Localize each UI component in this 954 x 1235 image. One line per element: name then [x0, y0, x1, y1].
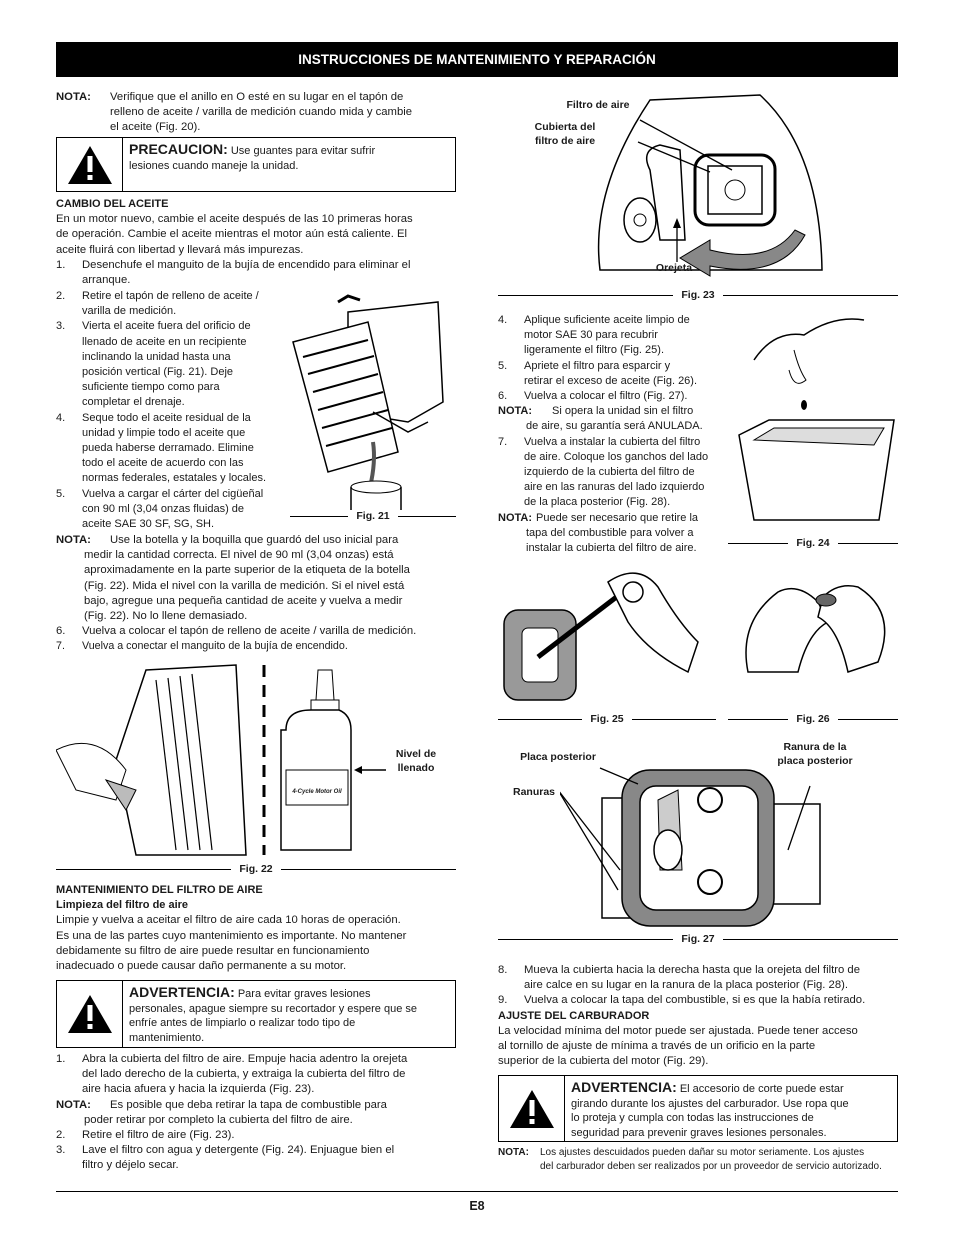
- note-bottle: NOTA:Use la botella y la boquilla que gu…: [56, 534, 399, 546]
- warning-box-carburetor: ADVERTENCIA: El accesorio de corte puede…: [498, 1075, 898, 1142]
- step-7: 7.Vuelva a conectar el manguito de la bu…: [56, 640, 348, 653]
- fig21-illustration: [292, 294, 444, 510]
- air-filter-section: MANTENIMIENTO DEL FILTRO DE AIRE Limpiez…: [56, 883, 456, 974]
- warning-box-filter: ADVERTENCIA: Para evitar graves lesiones…: [56, 980, 456, 1048]
- fig26-illustration: [745, 585, 886, 673]
- fig24-caption: Fig. 24: [728, 536, 899, 551]
- fig25-caption: Fig. 25: [498, 712, 717, 727]
- carburetor-note: NOTA:Los ajustes descuidados pueden daña…: [498, 1147, 882, 1172]
- filter-step-2: 2.Retire el filtro de aire (Fig. 23).: [56, 1129, 235, 1142]
- oil-heading: CAMBIO DEL ACEITE: [56, 198, 169, 210]
- note-warranty: NOTA:Si opera la unidad sin el filtro: [498, 405, 694, 418]
- step-6: 6.Vuelva a colocar el tapón de relleno d…: [56, 625, 417, 638]
- step-1: 1.Desenchufe el manguito de la bujía de …: [56, 258, 411, 287]
- fig23-illustration: [597, 94, 823, 277]
- step-3: 3.Vierta el aceite fuera del orificio de…: [56, 320, 251, 409]
- warning-triangle-icon: [57, 138, 123, 191]
- label-slots: Ranuras: [512, 786, 555, 798]
- fig25-illustration: [503, 572, 699, 701]
- filter-step-6: 6.Vuelva a colocar el filtro (Fig. 27).: [498, 390, 688, 403]
- filter-subheading: Limpieza del filtro de aire: [56, 899, 189, 912]
- note-fuel-cap: NOTA:Es posible que deba retirar la tapa…: [56, 1098, 387, 1111]
- filter-steps: 1.Abra la cubierta del filtro de aire. E…: [56, 1052, 458, 1174]
- step-5: 5.Vuelva a cargar el cárter del cigüeñal…: [56, 487, 264, 531]
- label-air-filter: Filtro de aire: [566, 99, 630, 111]
- oil-steps: 2.Retire el tapón de relleno de aceite /…: [56, 289, 296, 532]
- filter-step-3: 3.Lave el filtro con agua y detergente (…: [56, 1144, 395, 1172]
- page-number: E8: [469, 1199, 485, 1213]
- fig26-caption: Fig. 26: [728, 712, 899, 727]
- fig27-illustration: [560, 767, 821, 927]
- filter-step-1: 1.Abra la cubierta del filtro de aire. E…: [56, 1053, 408, 1096]
- label-back-plate: Placa posterior: [520, 751, 596, 763]
- step-2: 2.Retire el tapón de relleno de aceite /…: [56, 290, 259, 318]
- fig23-caption: Fig. 23: [498, 288, 899, 303]
- filter-step-9: 9.Vuelva a colocar la tapa del combustib…: [498, 994, 866, 1007]
- warning-triangle-icon: [57, 981, 123, 1047]
- filter-step-7: 7.Vuelva a instalar la cubierta del filt…: [498, 435, 709, 509]
- caution-box: PRECAUCION: Use guantes para evitar sufr…: [56, 137, 456, 192]
- filter-heading: MANTENIMIENTO DEL FILTRO DE AIRE: [56, 884, 263, 896]
- fig27-caption: Fig. 27: [498, 932, 899, 947]
- footer-rule: [56, 1191, 898, 1192]
- oil-notes: NOTA:Use la botella y la boquilla que gu…: [56, 533, 456, 655]
- note-fuel-cap-2: NOTA:Puede ser necesario que retire la: [498, 511, 699, 524]
- left-column: NOTA: Verifique que el anillo en O esté …: [56, 90, 458, 136]
- warning-triangle-icon: [499, 1076, 565, 1141]
- bottle-label: 4-Cycle Motor Oil: [292, 789, 342, 795]
- fig22-caption: Fig. 22: [56, 862, 457, 877]
- fig24-illustration: [738, 318, 895, 521]
- oil-change-section: CAMBIO DEL ACEITE En un motor nuevo, cam…: [56, 197, 456, 288]
- filter-step-8: 8.Mueva la cubierta hacia la derecha has…: [498, 964, 860, 992]
- section-header: INSTRUCCIONES DE MANTENIMIENTO Y REPARAC…: [56, 42, 898, 77]
- label-tab: Orejeta: [655, 262, 693, 274]
- fig21-caption: Fig. 21: [290, 509, 457, 524]
- filter-steps-final: 8.Mueva la cubierta hacia la derecha has…: [498, 963, 900, 1069]
- note-o-ring: NOTA: Verifique que el anillo en O esté …: [56, 91, 413, 134]
- carburetor-heading: AJUSTE DEL CARBURADOR: [498, 1009, 650, 1022]
- fig22-illustration: [56, 664, 386, 856]
